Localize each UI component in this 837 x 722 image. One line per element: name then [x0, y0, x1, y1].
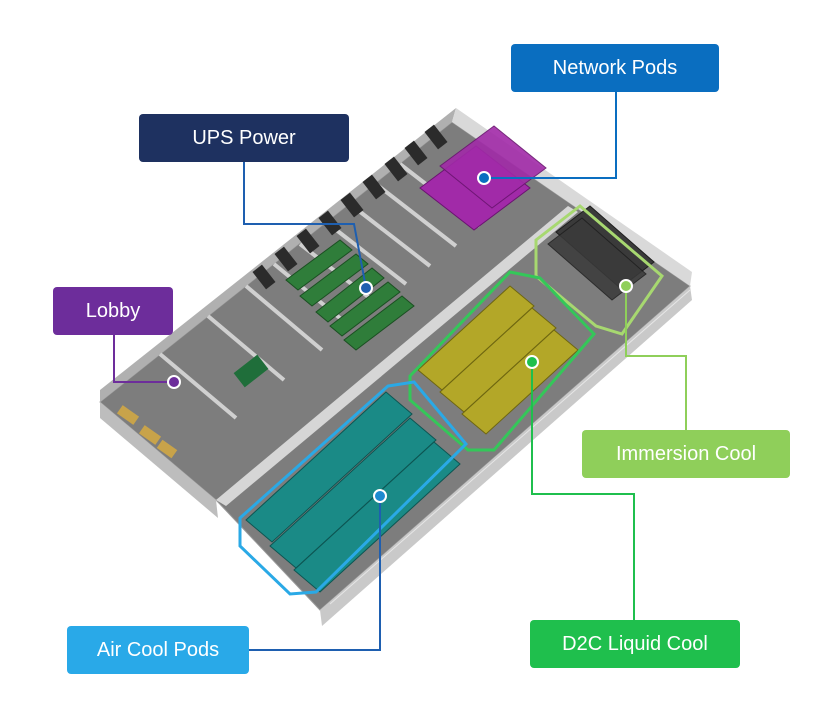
network-pods-label: Network Pods — [511, 44, 719, 92]
air-cool-pods-label: Air Cool Pods — [67, 626, 249, 674]
air-dot — [373, 489, 387, 503]
ups-power-label: UPS Power — [139, 114, 349, 162]
network-dot — [477, 171, 491, 185]
d2c-leader — [531, 362, 635, 620]
lobby-unit — [233, 354, 269, 388]
immersion-dot — [619, 279, 633, 293]
front-wall-left — [100, 402, 218, 518]
leader-lines — [113, 92, 687, 651]
d2c-liquid-cool-label: D2C Liquid Cool — [530, 620, 740, 668]
building — [99, 108, 692, 626]
air-leader — [249, 496, 381, 651]
divider-wall — [216, 206, 578, 506]
immersion-tanks — [547, 205, 655, 301]
network-pod-units — [419, 125, 547, 231]
lobby-furniture — [116, 405, 178, 459]
back-cabinets — [252, 124, 448, 290]
ups-dot — [359, 281, 373, 295]
d2c-dot — [525, 355, 539, 369]
immersion-cool-label: Immersion Cool — [582, 430, 790, 478]
air-cool-pods — [245, 391, 461, 593]
front-grating — [329, 289, 691, 605]
lobby-label: Lobby — [53, 287, 173, 335]
network-leader — [484, 92, 617, 179]
ups-leader — [243, 162, 367, 289]
lobby-dot — [167, 375, 181, 389]
zone-outlines — [238, 204, 665, 596]
immersion-leader — [625, 286, 687, 430]
front-wall-right — [320, 286, 692, 626]
d2c-zone-outline — [408, 270, 597, 452]
d2c-pods — [417, 285, 579, 435]
leader-dots — [167, 171, 633, 503]
air-cool-zone-outline — [238, 380, 469, 596]
partition-walls — [158, 162, 482, 420]
lobby-leader — [113, 335, 174, 383]
